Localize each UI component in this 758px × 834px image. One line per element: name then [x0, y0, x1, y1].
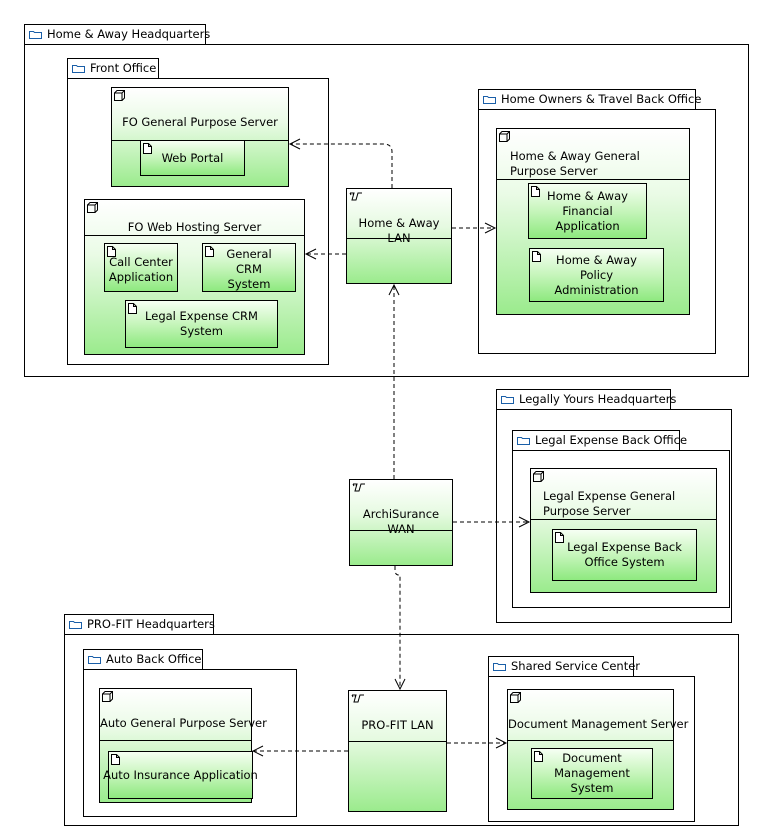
artifact-le-back-office-system[interactable]: Legal Expense Back Office System	[552, 529, 697, 581]
package-tab-home-owners-back-office[interactable]: Home Owners & Travel Back Office	[478, 89, 701, 110]
node-cube-icon	[510, 692, 521, 703]
node-title: FO General Purpose Server	[122, 115, 278, 129]
package-label: Home Owners & Travel Back Office	[501, 92, 702, 106]
network-divider	[350, 530, 452, 531]
node-title: FO Web Hosting Server	[127, 220, 262, 234]
package-label: Legal Expense Back Office	[535, 433, 688, 447]
folder-icon	[72, 65, 85, 73]
folder-icon	[517, 437, 530, 445]
network-divider	[349, 741, 446, 742]
folder-icon	[88, 656, 101, 664]
node-cube-icon	[533, 471, 544, 482]
node-divider	[531, 519, 716, 520]
node-cube-icon	[499, 131, 510, 142]
folder-icon	[483, 96, 496, 104]
network-title: ArchiSurance WAN	[362, 507, 440, 536]
artifact-web-portal[interactable]: Web Portal	[140, 140, 245, 176]
folder-icon	[493, 663, 506, 671]
node-cube-icon	[102, 691, 113, 702]
package-tab-profit-hq[interactable]: PRO-FIT Headquarters	[64, 614, 215, 635]
network-title: Home & Away LAN	[358, 216, 440, 245]
package-tab-front-office[interactable]: Front Office	[67, 58, 159, 79]
artifact-auto-insurance-application[interactable]: Auto Insurance Application	[103, 751, 258, 799]
artifact-document-icon	[143, 143, 152, 154]
package-tab-home-away-hq[interactable]: Home & Away Headquarters	[24, 24, 210, 45]
network-ha-lan[interactable]: Home & Away LAN	[346, 188, 452, 284]
artifact-label: Home & Away Financial Application	[547, 188, 628, 233]
artifact-document-icon	[111, 754, 120, 765]
artifact-call-center-application[interactable]: Call Center Application	[104, 243, 178, 292]
node-divider	[497, 179, 689, 180]
artifact-document-icon	[128, 303, 137, 314]
package-tab-legal-expense-back-office[interactable]: Legal Expense Back Office	[512, 430, 687, 451]
artifact-doc-mgmt-system[interactable]: Document Management System	[531, 748, 653, 799]
package-tab-auto-back-office[interactable]: Auto Back Office	[83, 649, 203, 670]
node-title: Home & Away General Purpose Server	[510, 149, 640, 178]
artifact-label: Web Portal	[161, 150, 224, 165]
artifact-legal-expense-crm-system[interactable]: Legal Expense CRM System	[125, 300, 278, 348]
network-icon	[349, 192, 362, 201]
artifact-document-icon	[534, 751, 543, 762]
network-divider	[347, 238, 451, 239]
folder-icon	[69, 621, 82, 629]
artifact-label: Home & Away Policy Administration	[554, 252, 639, 297]
node-divider	[508, 740, 673, 741]
package-label: Front Office	[90, 61, 157, 75]
artifact-label: Auto Insurance Application	[103, 767, 258, 782]
artifact-document-icon	[107, 246, 116, 257]
package-label: Shared Service Center	[511, 659, 641, 673]
artifact-label: Legal Expense CRM System	[145, 309, 258, 338]
artifact-label: Document Management System	[554, 751, 630, 795]
node-cube-icon	[114, 90, 125, 101]
package-tab-shared-service-center[interactable]: Shared Service Center	[488, 656, 640, 677]
folder-icon	[29, 31, 42, 39]
artifact-document-icon	[532, 251, 541, 262]
node-cube-icon	[87, 202, 98, 213]
artifact-general-crm-system[interactable]: General CRM System	[202, 243, 296, 292]
network-icon	[351, 694, 364, 703]
network-profit-lan[interactable]: PRO-FIT LAN	[348, 690, 447, 812]
artifact-label: Legal Expense Back Office System	[567, 540, 682, 569]
node-title: Auto General Purpose Server	[100, 716, 267, 730]
artifact-document-icon	[531, 186, 540, 197]
node-divider	[85, 235, 304, 236]
artifact-label: General CRM System	[226, 247, 272, 291]
node-divider	[100, 740, 251, 741]
network-archisurance-wan[interactable]: ArchiSurance WAN	[349, 479, 453, 566]
package-tab-legally-yours-hq[interactable]: Legally Yours Headquarters	[496, 389, 676, 410]
artifact-document-icon	[205, 246, 214, 257]
folder-icon	[501, 396, 514, 404]
artifact-label: Call Center Application	[108, 254, 174, 284]
package-label: PRO-FIT Headquarters	[87, 617, 215, 631]
artifact-document-icon	[555, 532, 564, 543]
package-label: Home & Away Headquarters	[47, 27, 211, 41]
package-label: Auto Back Office	[106, 652, 202, 666]
package-label: Legally Yours Headquarters	[519, 392, 677, 406]
network-title: PRO-FIT LAN	[361, 718, 434, 732]
node-title: Document Management Server	[508, 717, 689, 731]
artifact-ha-financial-application[interactable]: Home & Away Financial Application	[528, 183, 647, 239]
node-title: Legal Expense General Purpose Server	[543, 489, 676, 518]
artifact-ha-policy-administration[interactable]: Home & Away Policy Administration	[529, 248, 664, 302]
network-icon	[352, 483, 365, 492]
